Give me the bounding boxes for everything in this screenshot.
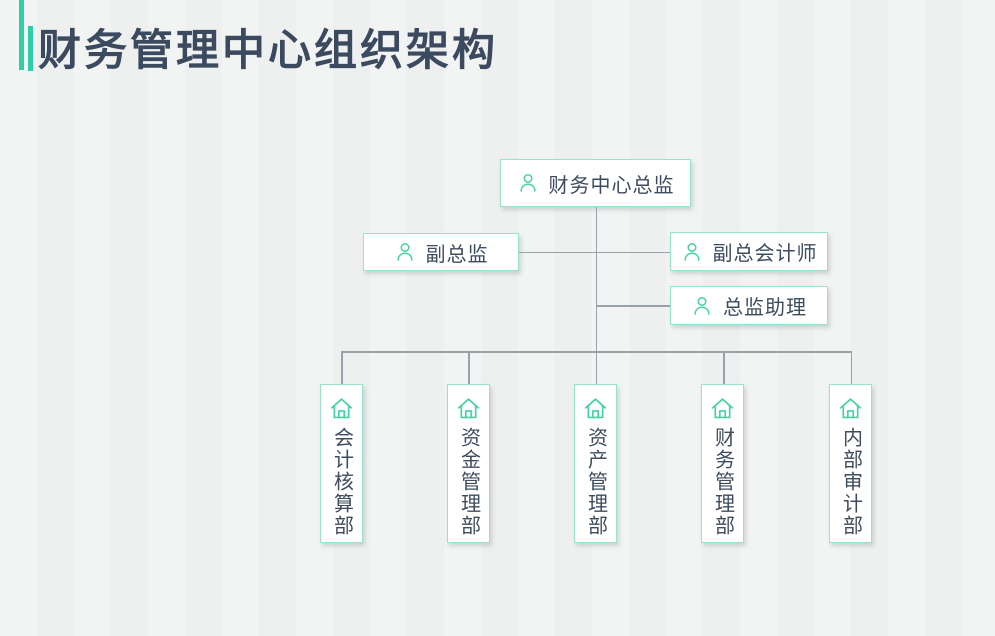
org-node-financial-management-dept: 财务管理部 <box>701 384 744 543</box>
org-node-deputy-director: 副总监 <box>363 233 519 271</box>
title-accent-bar-right <box>28 26 33 71</box>
org-node-label: 副总监 <box>425 243 489 266</box>
person-icon <box>683 242 700 261</box>
org-node-fund-management-dept: 资金管理部 <box>447 384 490 543</box>
org-node-label: 会计核算部 <box>330 427 353 537</box>
org-node-label: 财务中心总监 <box>548 174 675 197</box>
title-accent-bar-left <box>19 0 24 70</box>
home-icon <box>584 398 607 419</box>
connector-dept-drop-4 <box>723 351 725 385</box>
person-icon <box>519 174 536 192</box>
connector-dept-drop-5 <box>850 351 852 385</box>
org-node-internal-audit-dept: 内部审计部 <box>829 384 872 543</box>
org-node-label: 内部审计部 <box>839 427 862 537</box>
page-title: 财务管理中心组织架构 <box>38 27 498 75</box>
home-icon <box>457 398 480 419</box>
connector-root-drop <box>595 207 597 352</box>
org-node-label: 总监助理 <box>723 297 807 319</box>
connector-dept-drop-2 <box>468 351 470 385</box>
connector-dept-drop-1 <box>341 351 343 385</box>
org-node-label: 副总会计师 <box>712 243 818 265</box>
org-node-deputy-chief-accountant: 副总会计师 <box>670 232 828 271</box>
connector-dept-drop-3 <box>595 351 597 385</box>
home-icon <box>839 398 862 419</box>
home-icon <box>330 398 353 419</box>
home-icon <box>711 398 734 419</box>
org-node-accounting-dept: 会计核算部 <box>320 384 363 543</box>
person-icon <box>694 296 710 315</box>
org-node-label: 资产管理部 <box>584 427 607 537</box>
connector-to-assistant <box>596 305 670 307</box>
org-node-finance-center-director: 财务中心总监 <box>500 159 691 207</box>
org-node-label: 资金管理部 <box>457 427 480 537</box>
org-node-asset-management-dept: 资产管理部 <box>574 384 617 543</box>
person-icon <box>396 243 413 261</box>
org-node-director-assistant: 总监助理 <box>670 286 828 325</box>
connector-deputy-to-accountant <box>519 251 670 253</box>
org-node-label: 财务管理部 <box>711 427 734 537</box>
